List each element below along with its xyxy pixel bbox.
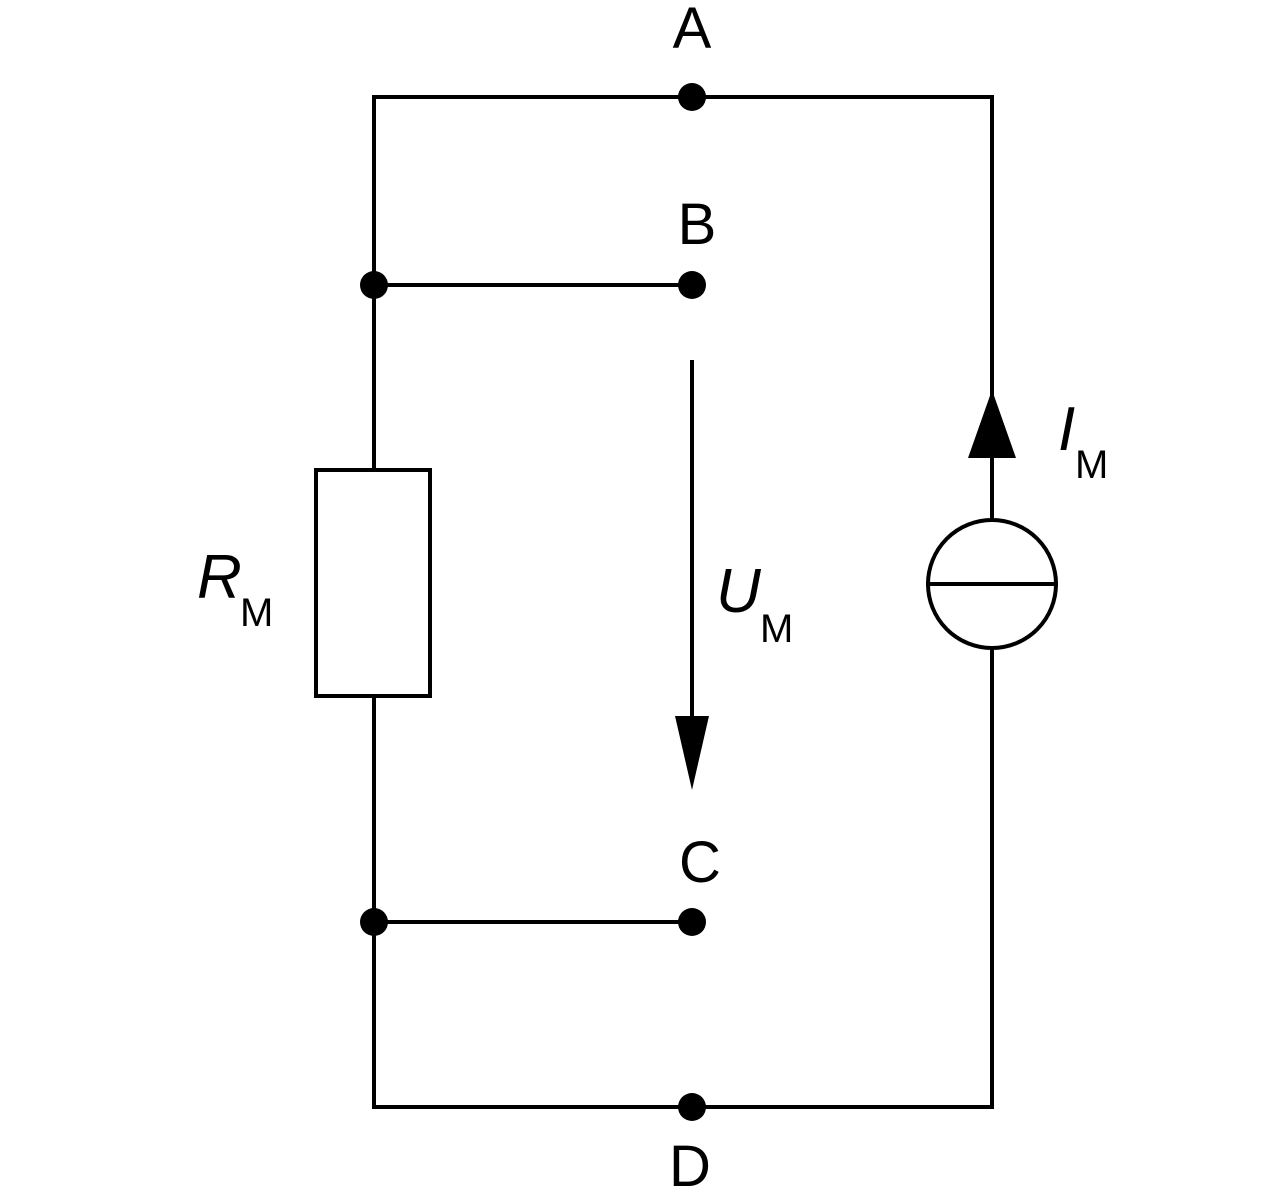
node-label-b: B [678,192,717,257]
voltage-label-subscript: M [760,607,793,651]
junction-b-left [360,271,388,299]
node-label-d: D [669,1134,711,1190]
terminal-c [678,908,706,936]
current-label: I [1058,395,1075,464]
terminal-d [678,1093,706,1121]
current-arrow-icon [968,390,1016,458]
voltage-label: U [716,557,762,626]
resistor-label-subscript: M [240,591,273,635]
node-label-a: A [673,0,712,61]
voltage-arrow-icon [675,716,709,790]
junction-c-left [360,908,388,936]
terminal-a [678,83,706,111]
terminal-b [678,271,706,299]
resistor-label: R [197,543,242,612]
node-label-c: C [679,830,721,895]
resistor-symbol [314,468,432,698]
current-label-subscript: M [1075,443,1108,487]
